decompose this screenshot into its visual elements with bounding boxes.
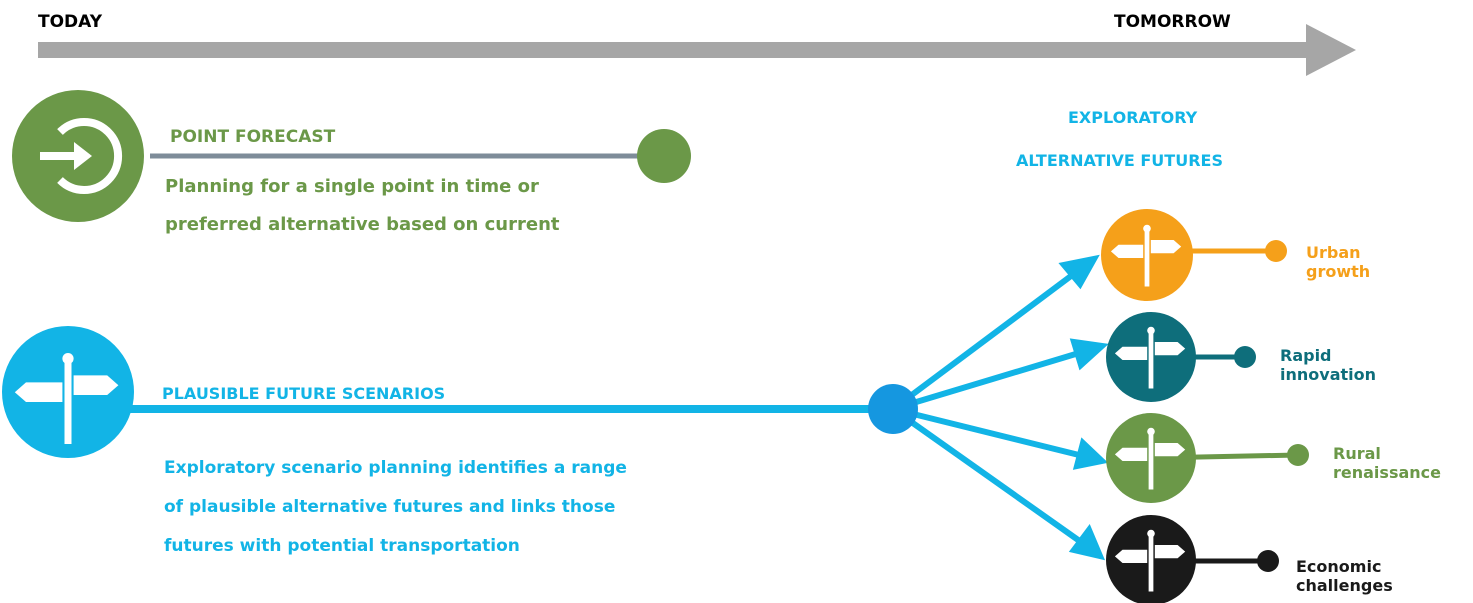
forecast-endpoint-dot [637, 129, 691, 183]
timeline-arrow [38, 24, 1356, 76]
timeline-end-label: TOMORROW [1114, 12, 1231, 32]
point-forecast-graphic [12, 90, 691, 222]
timeline-start-label: TODAY [38, 12, 102, 32]
future-label-line2: renaissance [1333, 463, 1441, 482]
point-forecast-title: POINT FORECAST [170, 127, 336, 147]
branch-arrows [891, 254, 1109, 561]
future-label-line1: Economic [1296, 557, 1382, 576]
hub-node [868, 384, 918, 434]
point-forecast-desc-line1: Planning for a single point in time or [165, 176, 539, 197]
future-label-urban-growth: Urban growth [1306, 243, 1370, 281]
future-economic-challenges [1106, 515, 1279, 603]
future-rural-renaissance [1106, 413, 1309, 503]
plausible-graphic [2, 326, 893, 458]
future-label-rural-renaissance: Rural renaissance [1333, 444, 1441, 482]
future-rapid-innovation [1106, 312, 1256, 402]
future-label-line1: Urban [1306, 243, 1361, 262]
future-label-rapid-innovation: Rapid innovation [1280, 346, 1376, 384]
future-label-line2: growth [1306, 262, 1371, 281]
future-urban-growth [1101, 209, 1287, 301]
plausible-desc-line2: of plausible alternative futures and lin… [164, 497, 616, 517]
future-label-line2: innovation [1280, 365, 1376, 384]
exploratory-heading-line1: EXPLORATORY [1068, 108, 1198, 127]
plausible-desc-line3: futures with potential transportation [164, 536, 520, 556]
future-label-line1: Rural [1333, 444, 1381, 463]
future-label-line1: Rapid [1280, 346, 1332, 365]
exploratory-heading-line2: ALTERNATIVE FUTURES [1016, 151, 1223, 170]
arrow-in-circle-icon [40, 118, 122, 194]
plausible-title: PLAUSIBLE FUTURE SCENARIOS [162, 384, 446, 403]
point-forecast-desc-line2: preferred alternative based on current [165, 214, 560, 235]
future-label-economic-challenges: Economic challenges [1296, 557, 1393, 595]
plausible-desc-line1: Exploratory scenario planning identifies… [164, 458, 627, 478]
future-label-line2: challenges [1296, 576, 1393, 595]
